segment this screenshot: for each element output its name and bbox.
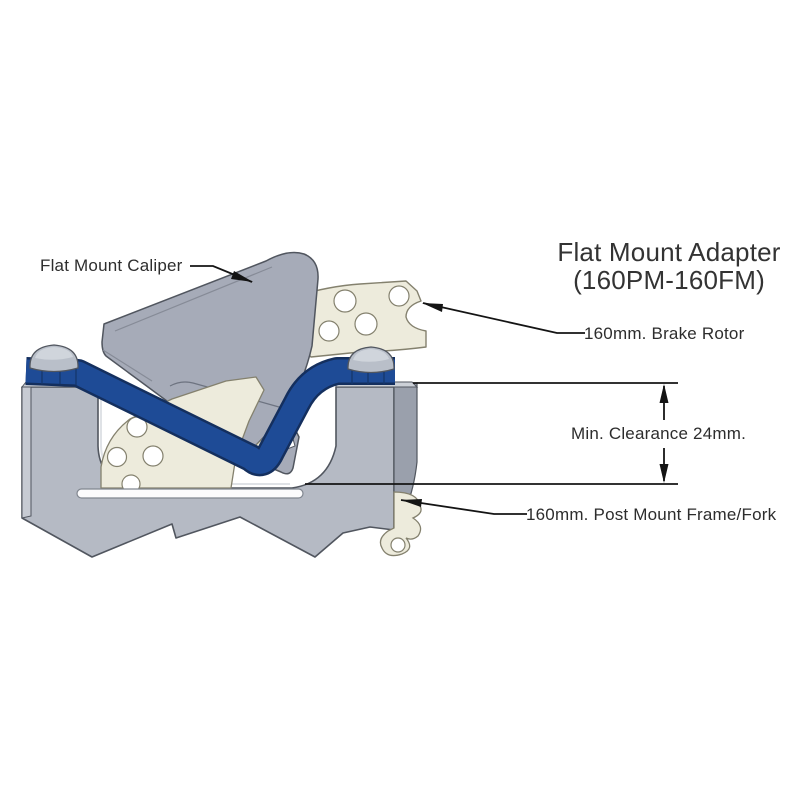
rotor-hole	[106, 446, 128, 468]
leader-arrow-icon	[231, 271, 253, 282]
rotor-hole	[388, 285, 410, 307]
post-mount-leader-line	[400, 499, 527, 515]
rotor-hole	[333, 289, 357, 313]
rotor-hole	[142, 445, 164, 467]
label-flat-mount-caliper: Flat Mount Caliper	[40, 256, 183, 275]
rotor-hole	[318, 320, 340, 342]
label-brake-rotor: 160mm. Brake Rotor	[584, 324, 745, 343]
rotor-hole	[390, 537, 406, 553]
dimension-arrow-up-icon	[659, 384, 669, 403]
flat-mount-adapter-shape	[25, 357, 395, 477]
label-min-clearance: Min. Clearance 24mm.	[571, 424, 747, 443]
brake-rotor-upper-band-shape	[295, 280, 427, 358]
rotor-hole	[354, 312, 378, 336]
clearance-dimension-lines	[305, 382, 678, 485]
label-post-mount-frame-fork: 160mm. Post Mount Frame/Fork	[526, 505, 777, 524]
leader-arrow-icon	[401, 499, 422, 507]
rotor-slot-shape	[76, 488, 304, 499]
right-post-cap-shape	[347, 346, 395, 374]
leader-arrow-icon	[422, 303, 443, 312]
drawing-title: Flat Mount Adapter (160PM-160FM)	[540, 238, 798, 294]
rotor-spider-tab-shape	[379, 491, 422, 557]
caliper-leader-line	[190, 265, 253, 283]
left-post-cap-shape	[29, 344, 79, 373]
drawing-title-line1: Flat Mount Adapter	[557, 237, 781, 267]
dimension-arrow-down-icon	[659, 464, 669, 483]
drawing-title-line2: (160PM-160FM)	[573, 265, 765, 295]
rotor-leader-line	[422, 302, 585, 334]
